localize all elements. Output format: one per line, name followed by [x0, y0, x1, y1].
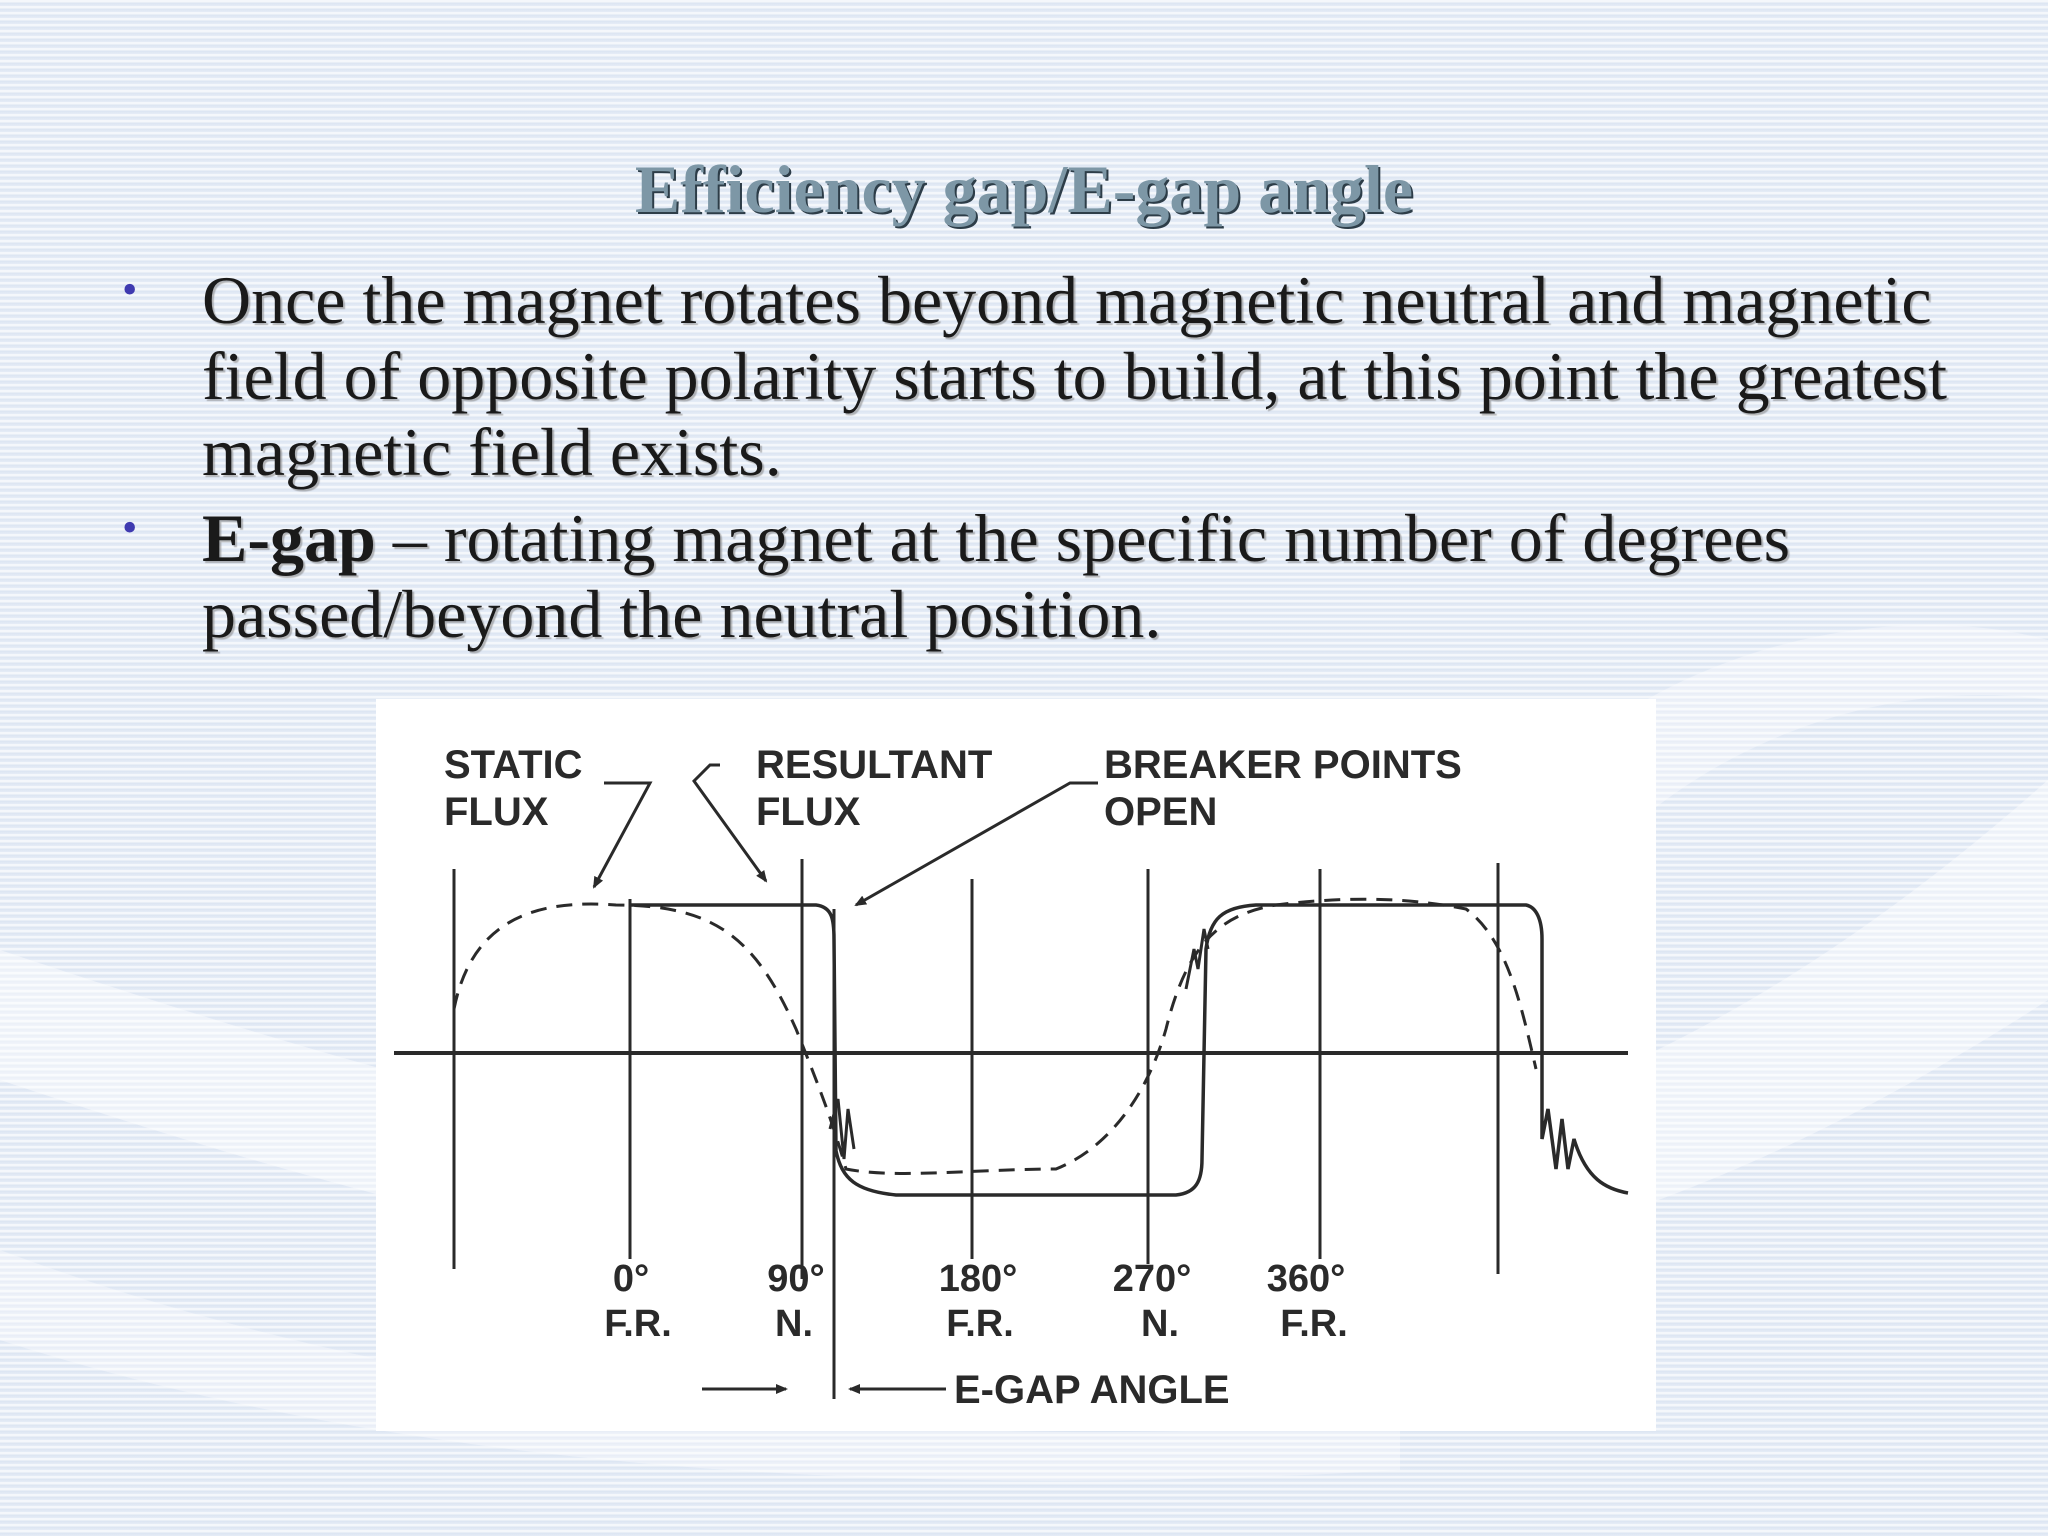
static-flux-curve	[452, 897, 1538, 1175]
resultant-flux-label: FLUX	[756, 790, 861, 834]
breaker-points-arrow	[854, 781, 1098, 907]
egap-angle-label: E-GAP ANGLE	[954, 1368, 1230, 1412]
bullet-dot-icon: •	[122, 503, 138, 552]
resultant-flux-label: RESULTANT	[756, 743, 992, 787]
position-code-label: F.R.	[1280, 1303, 1348, 1345]
bullet-list: • Once the magnet rotates beyond magneti…	[120, 262, 1960, 652]
bullet-term: E-gap	[202, 500, 376, 576]
position-angle-label: 90°	[767, 1258, 824, 1300]
position-angle-label: 180°	[939, 1258, 1018, 1300]
static-flux-label: FLUX	[444, 790, 549, 834]
breaker-points-label: BREAKER POINTS	[1104, 743, 1462, 787]
static-flux-label: STATIC	[444, 743, 583, 787]
position-code-label: F.R.	[604, 1303, 672, 1345]
bullet-item: • E-gap – rotating magnet at the specifi…	[120, 500, 1960, 652]
resultant-flux-curve	[630, 903, 1629, 1197]
bullet-dot-icon: •	[122, 265, 138, 314]
breaker-points-label: OPEN	[1104, 790, 1217, 834]
position-angle-label: 0°	[613, 1258, 649, 1300]
bullet-text: rotating magnet at the specific number o…	[202, 500, 1791, 652]
egap-diagram: STATIC FLUX RESULTANT FLUX BREAKER POINT…	[376, 699, 1656, 1431]
position-code-label: N.	[775, 1303, 813, 1345]
rising-edge-mark	[1184, 928, 1210, 990]
breaker-ringing-mark	[828, 1098, 856, 1160]
position-angle-label: 360°	[1267, 1258, 1346, 1300]
slide-title: Efficiency gap/E-gap angle	[634, 151, 1414, 227]
resultant-flux-arrow	[692, 763, 768, 883]
bullet-separator: –	[375, 500, 444, 576]
static-flux-arrow	[592, 781, 653, 889]
bullet-item: • Once the magnet rotates beyond magneti…	[120, 262, 1960, 490]
position-code-label: N.	[1141, 1303, 1179, 1345]
position-angle-label: 270°	[1113, 1258, 1192, 1300]
position-code-label: F.R.	[946, 1303, 1014, 1345]
bullet-text: Once the magnet rotates beyond magnetic …	[202, 262, 1948, 490]
